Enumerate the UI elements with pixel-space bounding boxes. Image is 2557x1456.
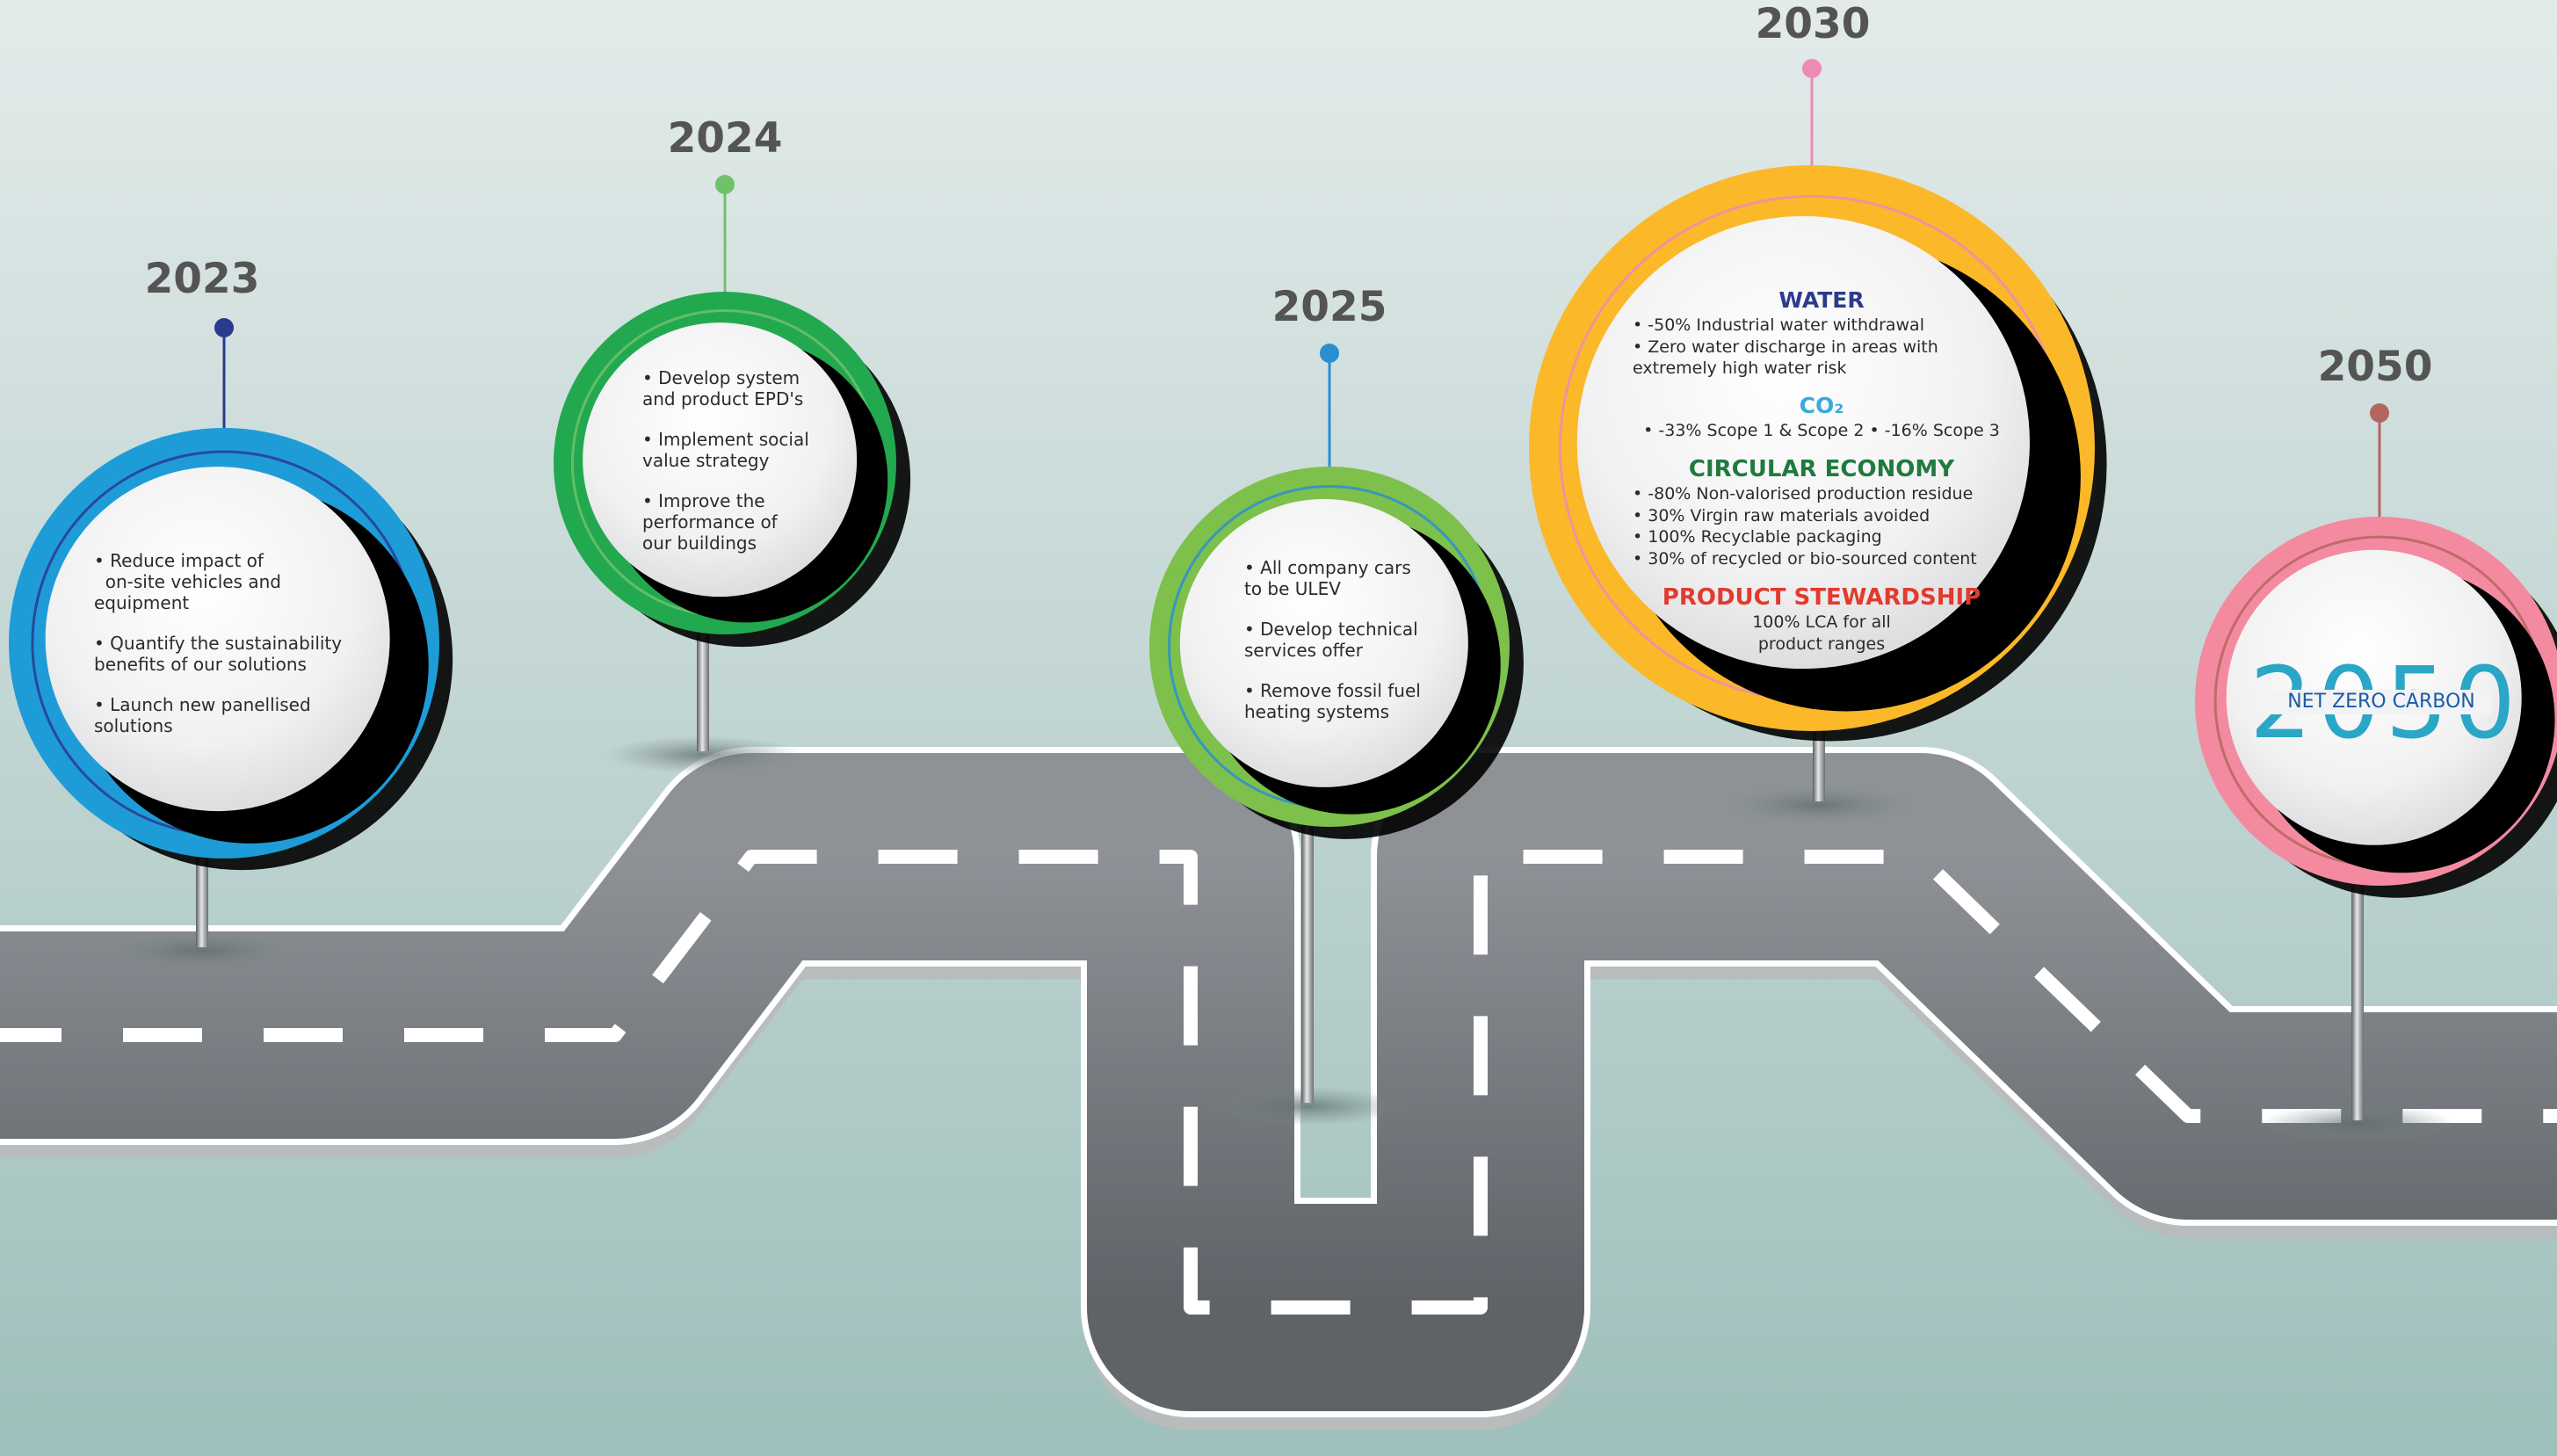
sign-2025-item: • Develop technical services offer [1244, 619, 1418, 661]
sign-2025-face [1179, 498, 1468, 787]
sign-2023-item: • Quantify the sustainability benefits o… [94, 633, 343, 675]
sign-2024-item: • Improve the performance of our buildin… [642, 490, 778, 554]
sign-2025-item: • All company cars to be ULEV [1244, 557, 1411, 599]
sign-2030 [1529, 59, 2107, 824]
sign-2024 [554, 175, 911, 774]
water-line: • Zero water discharge in areas with [1633, 337, 1938, 357]
sign-2024-pin-head [715, 175, 735, 194]
sign-2024-pole [697, 619, 709, 751]
year-label-2050: 2050 [2317, 343, 2433, 391]
sign-2023-item: • Launch new panellised solutions [94, 694, 311, 736]
sign-2024-face [583, 322, 858, 598]
sign-2023 [9, 318, 453, 970]
circular-economy-heading: CIRCULAR ECONOMY [1688, 456, 1955, 482]
sign-2023-pin-head [214, 318, 234, 337]
sign-2023-pole [196, 844, 208, 947]
circular-line: • 100% Recyclable packaging [1633, 527, 1882, 547]
year-label-2023: 2023 [144, 255, 260, 303]
badge-net-zero-text: NET ZERO CARBON [2271, 690, 2491, 714]
co2-line: • -33% Scope 1 & Scope 2 • -16% Scope 3 [1643, 420, 2000, 440]
circular-line: • -80% Non-valorised production residue [1633, 484, 1974, 503]
sign-2030-floor-shadow [1720, 786, 1917, 824]
sign-2025-list: • All company cars to be ULEV • Develop … [1244, 557, 1473, 742]
year-label-2030: 2030 [1755, 0, 1871, 48]
water-line: extremely high water risk [1633, 359, 1847, 378]
water-heading: WATER [1778, 287, 1865, 313]
sign-2025-floor-shadow [1209, 1087, 1406, 1126]
sign-2030-pin-head [1802, 59, 1822, 78]
year-label-2025: 2025 [1271, 283, 1387, 331]
sign-2023-item: • Reduce impact of on-site vehicles and … [94, 550, 281, 613]
sign-2023-list: • Reduce impact of on-site vehicles and … [94, 550, 375, 756]
sign-2030-content: WATER • -50% Industrial water withdrawal… [1633, 286, 2010, 655]
sign-2024-floor-shadow [605, 735, 801, 774]
sign-2024-item: • Implement social value strategy [642, 429, 809, 471]
circular-line: • 30% of recycled or bio-sourced content [1633, 548, 1977, 569]
sign-2050 [2195, 403, 2557, 1143]
sign-2025 [1149, 344, 1524, 1126]
sign-2023-floor-shadow [104, 931, 301, 970]
sign-2025-pole [1301, 808, 1314, 1103]
sign-2025-pin-head [1320, 344, 1339, 363]
sign-2050-pole [2351, 866, 2364, 1120]
sign-2050-floor-shadow [2259, 1105, 2456, 1143]
water-line: • -50% Industrial water withdrawal [1633, 315, 1924, 335]
product-stewardship-heading: PRODUCT STEWARDSHIP [1662, 584, 1981, 611]
net-zero-badge: 2050 NET ZERO CARBON [2249, 655, 2516, 753]
sign-2024-item: • Develop system and product EPD's [642, 367, 804, 409]
sign-2024-list: • Develop system and product EPD's • Imp… [642, 367, 871, 573]
winding-road [0, 747, 2557, 1431]
stewardship-line: 100% LCA for all [1752, 612, 1891, 632]
sign-2030-face [1576, 215, 2030, 670]
sign-2025-item: • Remove fossil fuel heating systems [1244, 680, 1421, 722]
circular-line: • 30% Virgin raw materials avoided [1633, 505, 1930, 525]
sign-2023-face [45, 467, 390, 812]
co2-heading: CO₂ [1799, 392, 1844, 418]
sign-2050-pin-head [2370, 403, 2389, 423]
stewardship-line: product ranges [1757, 634, 1886, 654]
year-label-2024: 2024 [667, 114, 783, 163]
